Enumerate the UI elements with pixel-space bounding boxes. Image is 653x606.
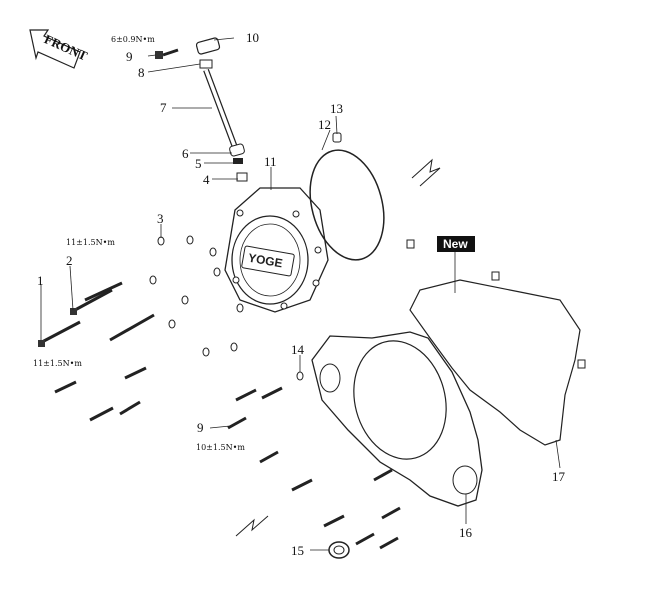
dowel-pin [332, 132, 342, 143]
callout-9-mid: 9 [197, 420, 204, 435]
new-badge: New [437, 236, 475, 252]
callout-9-top: 9 [126, 49, 133, 64]
gasket [409, 279, 581, 446]
break-mark-top [411, 158, 441, 187]
dowel-pin-right [491, 271, 500, 281]
callout-15: 15 [291, 543, 304, 558]
front-arrow: FRONT [29, 29, 90, 69]
leader-lines [40, 37, 561, 551]
callout-2: 2 [66, 253, 73, 268]
callout-10: 10 [246, 30, 259, 45]
cover-logo: YOGE [247, 251, 284, 271]
oil-seal [328, 541, 350, 559]
o-ring [309, 149, 385, 261]
torque-top: 6±0.9N•m [111, 35, 155, 44]
callout-12: 12 [318, 117, 331, 132]
dowel-pin-far [577, 359, 586, 369]
callout-16: 16 [459, 525, 473, 540]
washers [149, 235, 304, 381]
callout-14: 14 [291, 342, 305, 357]
callout-17: 17 [552, 469, 566, 484]
clutch-cover: YOGE [224, 187, 329, 313]
torque-mid: 10±1.5N•m [196, 443, 245, 452]
callout-11: 11 [264, 154, 277, 169]
callout-8: 8 [138, 65, 145, 80]
shift-shaft [195, 37, 248, 182]
callout-labels: 1 2 3 4 5 6 7 8 9 10 11 12 13 14 15 16 1… [37, 30, 566, 558]
torque-left-upper: 11±1.5N•m [66, 238, 115, 247]
torque-specs: 6±0.9N•m 11±1.5N•m 11±1.5N•m 10±1.5N•m [33, 35, 245, 452]
break-mark-bottom [235, 515, 269, 537]
callout-4: 4 [203, 172, 210, 187]
callout-13: 13 [330, 101, 343, 116]
dowel-pin-mid [406, 239, 415, 249]
crankcase-cover [311, 331, 483, 507]
new-badge-text: New [443, 237, 468, 251]
long-bolts [38, 281, 155, 347]
small-bolts [54, 366, 401, 550]
torque-left-lower: 11±1.5N•m [33, 359, 82, 368]
callout-5: 5 [195, 156, 202, 171]
bolt-top [155, 48, 179, 59]
callout-6: 6 [182, 146, 189, 161]
callout-3: 3 [157, 211, 164, 226]
callout-7: 7 [160, 100, 167, 115]
callout-1: 1 [37, 273, 44, 288]
